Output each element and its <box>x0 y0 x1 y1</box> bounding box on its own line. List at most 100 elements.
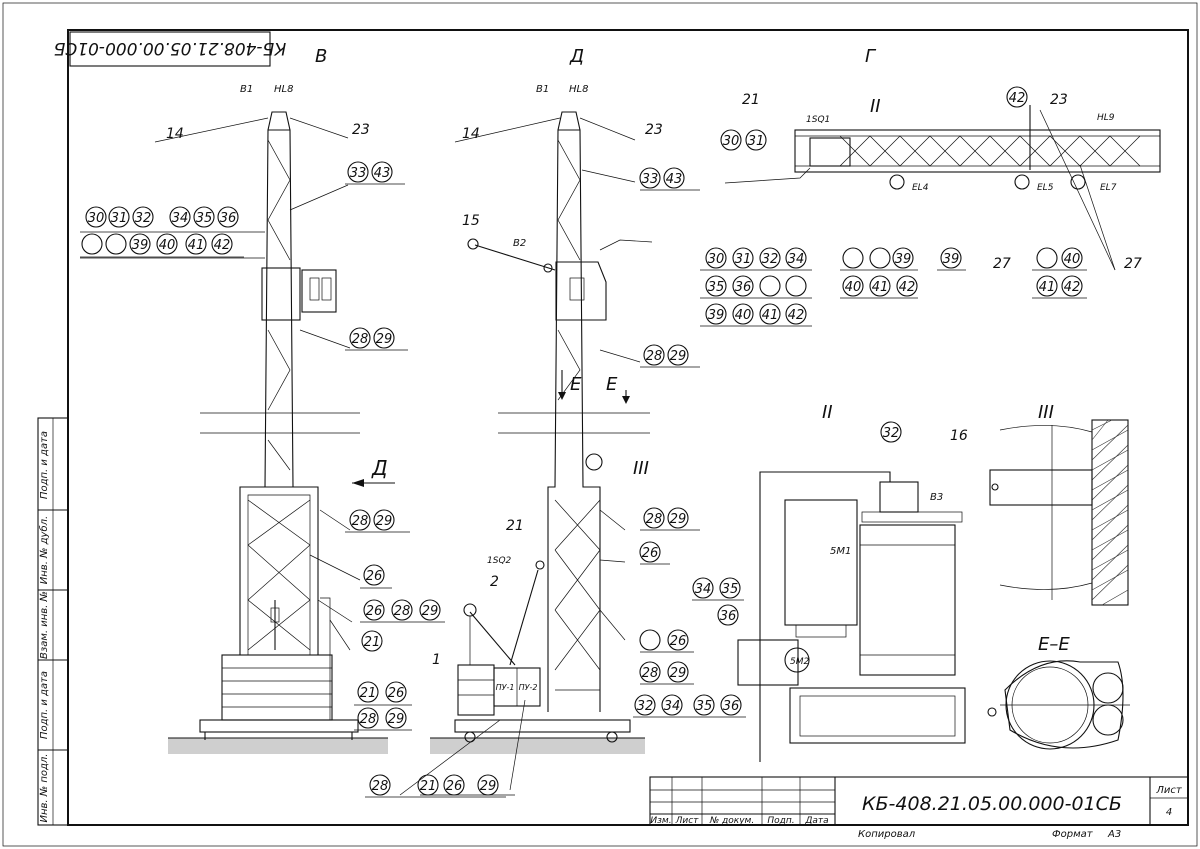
bubble-number: 28 <box>646 512 663 527</box>
bubble-d-36: 36 <box>720 694 742 716</box>
bubble-number: 21 <box>420 779 437 794</box>
ref-d21: 21 <box>506 518 524 534</box>
sheet-label: Лист <box>1155 785 1183 796</box>
label-1sq1: 1SQ1 <box>806 115 830 125</box>
format-label: Формат <box>1052 829 1094 840</box>
bubble-empty <box>105 233 127 255</box>
bubble-number: 34 <box>695 582 712 597</box>
ref-g23: 23 <box>1050 92 1068 108</box>
bubble-number: 40 <box>845 280 862 295</box>
sheet-number: 4 <box>1166 807 1172 818</box>
bubble-number: 29 <box>670 512 687 527</box>
bubble-g-40b: 40 <box>732 303 754 325</box>
bubble-g-35b: 35 <box>705 275 727 297</box>
label-b2: B2 <box>513 238 526 249</box>
bubble-number: 29 <box>670 349 687 364</box>
side-label-2: Инв. № дубл. <box>38 516 50 584</box>
bubble-number: 29 <box>376 332 393 347</box>
bubble-number: 26 <box>670 634 687 649</box>
bubble-number: 34 <box>172 211 189 226</box>
ref-v14: 14 <box>166 126 184 142</box>
bubble-g-32b: 32 <box>759 247 781 269</box>
stamp-code-rotated: КБ-408.21.05.00.000-01СБ <box>54 38 287 58</box>
reference-numbers: 14 23 14 23 15 21 2 1 21 23 27 27 16 II … <box>166 92 1142 668</box>
bubble-d-35: 35 <box>693 694 715 716</box>
bubble-number: 35 <box>722 582 739 597</box>
col-data: Дата <box>804 816 828 826</box>
bubble-empty <box>869 247 891 269</box>
format-value: А3 <box>1107 829 1121 840</box>
view-ee-section <box>987 660 1130 750</box>
bubble-d-29c: 29 <box>667 661 689 683</box>
bubble-number: 42 <box>788 308 805 323</box>
arrow-e-2: Е <box>606 374 618 395</box>
bubble-g-39c: 39 <box>892 247 914 269</box>
bubble-v-40: 40 <box>156 233 178 255</box>
bubble-v-35: 35 <box>193 206 215 228</box>
bubble-g-30: 30 <box>720 129 742 151</box>
bubble-g-31b: 31 <box>732 247 754 269</box>
bubble-number: 40 <box>1064 252 1081 267</box>
bubble-number: 21 <box>364 635 381 650</box>
bubble-v-21a: 21 <box>361 630 383 652</box>
label-5m2: 5M2 <box>790 657 809 667</box>
view-title-ii: II <box>822 402 833 423</box>
label-b1-v: B1 <box>240 84 253 95</box>
bubble-g-42: 42 <box>1006 86 1028 108</box>
side-label-1: Подп. и дата <box>39 431 50 499</box>
bubble-number: 36 <box>735 280 752 295</box>
ref-v23: 23 <box>352 122 370 138</box>
bubble-number: 30 <box>708 252 725 267</box>
bubble-v-29c: 29 <box>419 599 441 621</box>
view-iii-detail <box>989 419 1129 606</box>
ref-d1: 1 <box>432 652 441 668</box>
bubble-v-28c: 28 <box>391 599 413 621</box>
bubble-empty <box>81 233 103 255</box>
bubble-v-29d: 29 <box>385 707 407 729</box>
bubble-d-29a: 29 <box>667 344 689 366</box>
bubble-number: 32 <box>135 211 152 226</box>
bubble-number: 42 <box>899 280 916 295</box>
bubble-number: 29 <box>376 514 393 529</box>
label-pu1: ПУ-1 <box>496 683 515 692</box>
bubble-number: 28 <box>642 666 659 681</box>
bubble-empty <box>842 247 864 269</box>
bubble-d-28c: 28 <box>639 661 661 683</box>
bubble-number: 28 <box>394 604 411 619</box>
ref-g27b: 27 <box>1124 256 1142 272</box>
bubble-v-26b: 26 <box>363 599 385 621</box>
bubble-d-28d: 28 <box>369 774 391 796</box>
side-strip: Подп. и дата Инв. № дубл. Взам. инв. № П… <box>37 417 69 826</box>
bubble-v-28a: 28 <box>349 327 371 349</box>
bubble-number: 26 <box>366 604 383 619</box>
bubble-v-34: 34 <box>169 206 191 228</box>
bubble-d-29d: 29 <box>477 774 499 796</box>
bubble-number: 29 <box>670 666 687 681</box>
bubble-d-28a: 28 <box>643 344 665 366</box>
bubble-number: 40 <box>735 308 752 323</box>
bubble-number: 21 <box>360 686 377 701</box>
view-v-crane <box>168 111 388 754</box>
col-dokum: № докум. <box>709 816 754 826</box>
bubble-g-41c: 41 <box>869 275 891 297</box>
col-podp: Подп. <box>767 816 794 826</box>
bubble-number: 43 <box>666 172 683 187</box>
label-5m1: 5M1 <box>830 546 851 557</box>
designation: КБ-408.21.05.00.000-01СБ <box>862 793 1122 815</box>
bubble-v-42: 42 <box>211 233 233 255</box>
label-el4: EL4 <box>912 183 929 193</box>
bubble-number: 26 <box>642 546 659 561</box>
label-hl8-v: HL8 <box>274 84 293 95</box>
view-arrow-d: Д <box>352 456 395 487</box>
bubble-g-31: 31 <box>745 129 767 151</box>
label-el5: EL5 <box>1037 183 1054 193</box>
view-titles: В Д Г II III Е–Е <box>315 46 1070 655</box>
bubble-number: 29 <box>388 712 405 727</box>
label-b3: B3 <box>930 492 943 503</box>
bubble-d-29b: 29 <box>667 507 689 529</box>
bubble-d-26a: 26 <box>639 541 661 563</box>
bubble-v-30: 30 <box>85 206 107 228</box>
view-mark-ii-top: II <box>870 96 881 117</box>
